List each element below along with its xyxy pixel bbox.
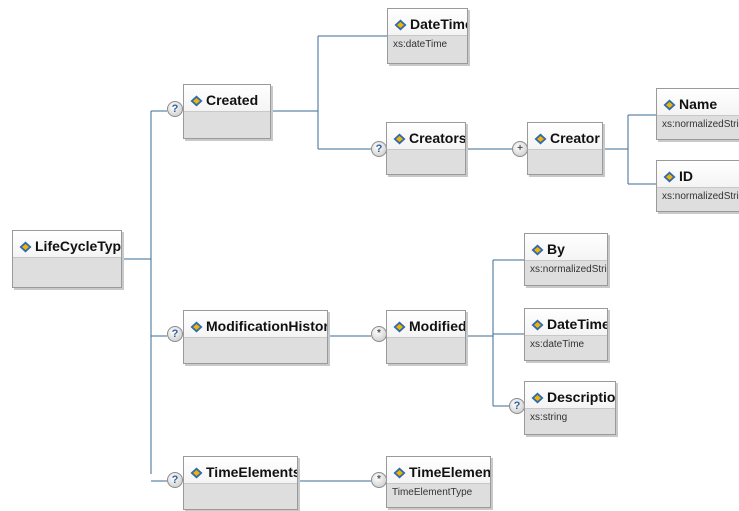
node-type-area — [387, 150, 465, 174]
element-icon — [394, 18, 407, 31]
zero-or-more-badge: * — [371, 326, 387, 342]
node-label: Modified — [409, 317, 465, 334]
node-modified-by[interactable]: By xs:normalizedString — [524, 233, 608, 286]
optional-badge: ? — [167, 101, 183, 117]
node-type: xs:dateTime — [388, 36, 467, 63]
element-icon — [393, 320, 406, 333]
node-label: Creator — [550, 129, 600, 146]
node-label: LifeCycleType — [35, 237, 121, 254]
node-creator-id[interactable]: ID xs:normalizedString — [656, 160, 739, 212]
node-label: ModificationHistory — [206, 317, 327, 334]
node-modified-description[interactable]: Description xs:string — [524, 381, 616, 435]
node-type: TimeElementType — [387, 484, 490, 507]
node-type: xs:dateTime — [525, 336, 607, 360]
node-label: ID — [679, 167, 693, 184]
node-modificationhistory[interactable]: ModificationHistory — [183, 310, 328, 364]
node-label: DateTime — [547, 315, 607, 332]
optional-badge: ? — [167, 472, 183, 488]
node-type: xs:normalizedString — [525, 261, 607, 285]
node-label: By — [547, 240, 565, 257]
element-icon — [190, 466, 203, 479]
node-type-area — [13, 258, 121, 287]
node-creator-name[interactable]: Name xs:normalizedString — [656, 88, 739, 140]
node-type: xs:normalizedString — [657, 188, 739, 211]
node-label: Created — [206, 91, 259, 108]
optional-badge: ? — [371, 141, 387, 157]
node-label: Name — [679, 95, 718, 112]
one-or-more-badge: + — [512, 141, 528, 157]
node-timeelement[interactable]: TimeElement TimeElementType — [386, 456, 491, 508]
node-type-area — [387, 338, 465, 363]
element-icon — [534, 132, 547, 145]
node-label: TimeElement — [409, 463, 490, 480]
optional-badge: ? — [509, 398, 525, 414]
element-icon — [663, 170, 676, 183]
node-timeelements[interactable]: TimeElements — [183, 456, 298, 510]
element-icon — [531, 318, 544, 331]
node-lifecycletype[interactable]: LifeCycleType — [12, 230, 122, 288]
node-type-area — [184, 484, 297, 509]
node-label: TimeElements — [206, 463, 297, 480]
node-modified-datetime[interactable]: DateTime xs:dateTime — [524, 308, 608, 361]
node-type: xs:normalizedString — [657, 116, 739, 139]
optional-badge: ? — [167, 326, 183, 342]
element-icon — [19, 240, 32, 253]
node-label: DateTime — [410, 15, 467, 32]
node-created-datetime[interactable]: DateTime xs:dateTime — [387, 8, 468, 64]
node-created[interactable]: Created — [183, 84, 271, 139]
node-type-area — [184, 338, 327, 363]
node-label: Creators — [409, 129, 465, 146]
element-icon — [663, 98, 676, 111]
element-icon — [190, 320, 203, 333]
element-icon — [531, 243, 544, 256]
node-modified[interactable]: Modified — [386, 310, 466, 364]
element-icon — [393, 132, 406, 145]
element-icon — [190, 94, 203, 107]
element-icon — [531, 391, 544, 404]
zero-or-more-badge: * — [371, 472, 387, 488]
node-type-area — [528, 150, 602, 174]
element-icon — [393, 466, 406, 479]
node-creator[interactable]: Creator — [527, 122, 603, 175]
node-label: Description — [547, 388, 615, 405]
node-creators[interactable]: Creators — [386, 122, 466, 175]
node-type-area — [184, 112, 270, 138]
node-type: xs:string — [525, 409, 615, 434]
